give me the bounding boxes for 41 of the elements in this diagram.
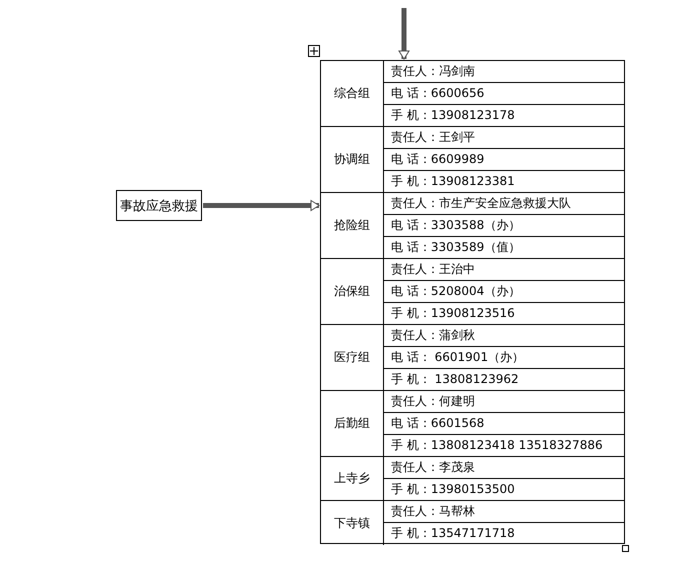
contact-cell: 责任人：马帮林 <box>384 501 624 523</box>
group-label: 治保组 <box>334 283 370 300</box>
contact-cell-text: 电 话：3303589（值） <box>390 239 522 256</box>
contact-cell-text: 手 机：13908123178 <box>390 107 516 124</box>
group-label: 协调组 <box>334 151 370 168</box>
table-row-group <box>321 127 624 193</box>
contact-cell-text: 手 机：13808123418 13518327886 <box>390 437 604 454</box>
group-label: 综合组 <box>334 85 370 102</box>
contact-cell: 电 话：6600656 <box>384 83 624 105</box>
contact-cell: 责任人：蒲剑秋 <box>384 325 624 347</box>
contact-cell: 电 话：3303588（办） <box>384 215 624 237</box>
block-arrow <box>398 8 410 60</box>
contact-cell: 电 话：6601568 <box>384 413 624 435</box>
group-label: 上寺乡 <box>334 470 370 487</box>
group-label: 抢险组 <box>334 217 370 234</box>
contact-cell-text: 手 机： 13808123962 <box>390 371 520 388</box>
table-row-group <box>321 391 624 457</box>
contact-cell: 电 话：5208004（办） <box>384 281 624 303</box>
block-arrow <box>203 200 320 211</box>
group-label: 医疗组 <box>334 349 370 366</box>
contact-table <box>320 60 625 544</box>
contact-cell: 电 话： 6601901（办） <box>384 347 624 369</box>
contact-cell: 责任人：李茂泉 <box>384 457 624 479</box>
contact-cell: 责任人：王治中 <box>384 259 624 281</box>
contact-cell: 责任人：市生产安全应急救援大队 <box>384 193 624 215</box>
contact-cell: 责任人：王剑平 <box>384 127 624 149</box>
contact-cell: 责任人：何建明 <box>384 391 624 413</box>
table-row-group <box>321 457 624 501</box>
process-box: 事故应急救援 <box>116 190 202 221</box>
contact-cell: 电 话：6609989 <box>384 149 624 171</box>
table-row-group <box>321 193 624 259</box>
contact-cell-text: 手 机：13908123516 <box>390 305 516 322</box>
table-row-group <box>321 259 624 325</box>
table-row-group <box>321 325 624 391</box>
group-label: 后勤组 <box>334 415 370 432</box>
group-label: 下寺镇 <box>334 514 370 532</box>
contact-cell-text: 手 机：13980153500 <box>390 481 516 498</box>
contact-cell-text: 手 机：13547171718 <box>390 525 516 542</box>
contact-cell: 责任人：冯剑南 <box>384 61 624 83</box>
contact-cell-text: 手 机：13908123381 <box>390 173 516 190</box>
table-row-group <box>321 61 624 127</box>
